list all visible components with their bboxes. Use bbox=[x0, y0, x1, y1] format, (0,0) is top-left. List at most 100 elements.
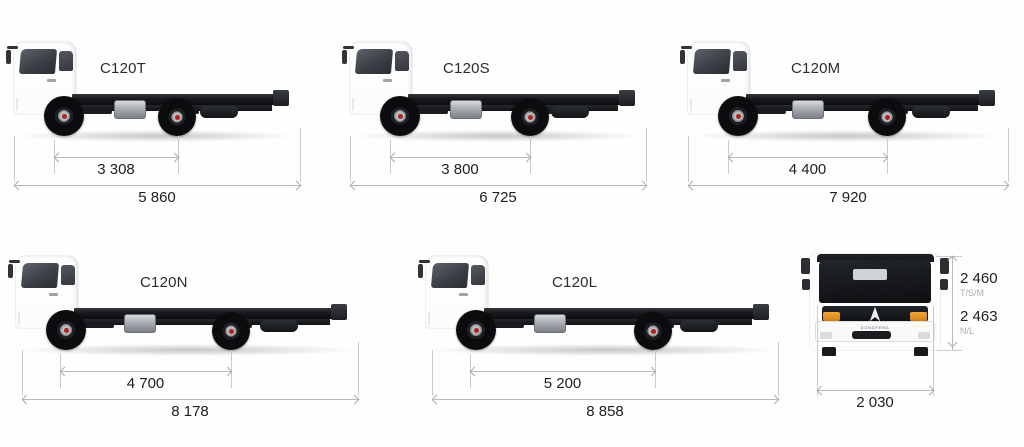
ext-line-ol-left bbox=[688, 136, 689, 182]
cab-marker-light bbox=[441, 306, 445, 311]
truck-side-view-c120t bbox=[6, 34, 300, 146]
wheelbase-value-c120l: 5 200 bbox=[543, 375, 582, 392]
ext-line-width-right bbox=[933, 306, 934, 396]
bumper-brand-text: DONGFENG bbox=[860, 324, 890, 330]
dim-line-wheelbase bbox=[60, 371, 231, 372]
dim-line-wheelbase bbox=[470, 371, 655, 372]
height-applies-nl: N/L bbox=[960, 326, 975, 336]
dim-line-overall bbox=[432, 399, 778, 400]
height-value-tsm: 2 460 bbox=[960, 270, 998, 287]
ext-line-height-bottom bbox=[936, 350, 962, 351]
side-window bbox=[733, 51, 747, 71]
cab-step bbox=[16, 98, 26, 111]
wheelbase-value-c120n: 4 700 bbox=[126, 375, 165, 392]
truck-side-view-c120s bbox=[342, 34, 646, 146]
ext-line-wb-right bbox=[530, 136, 531, 174]
truck-side-view-c120m bbox=[680, 34, 1004, 146]
side-window bbox=[471, 265, 485, 285]
ext-line-ol-left bbox=[22, 350, 23, 396]
dim-line-wheelbase bbox=[728, 157, 887, 158]
side-window bbox=[395, 51, 409, 71]
model-label-c120s: C120S bbox=[443, 60, 490, 77]
muffler bbox=[912, 106, 950, 118]
variant-c120s: C120S 3 800 bbox=[338, 28, 668, 218]
fuel-tank bbox=[450, 100, 482, 119]
wheelbase-value-c120s: 3 800 bbox=[441, 161, 479, 178]
frame-rail bbox=[74, 308, 346, 319]
arrow-up-icon bbox=[947, 255, 958, 266]
variant-c120l: C120L 5 200 bbox=[400, 242, 790, 442]
frame-rail-lower bbox=[74, 319, 330, 325]
headlight-left bbox=[823, 311, 840, 322]
fog-lamp-left bbox=[820, 331, 833, 340]
frame-rail bbox=[746, 94, 994, 105]
front-wheel bbox=[46, 310, 86, 350]
wheelbase-value-c120m: 4 400 bbox=[788, 161, 827, 178]
muffler bbox=[260, 320, 298, 332]
side-window bbox=[61, 265, 75, 285]
front-width-value: 2 030 bbox=[856, 394, 894, 411]
muffler bbox=[200, 106, 238, 118]
ground-shadow bbox=[20, 344, 356, 356]
sun-visor bbox=[816, 254, 934, 262]
bumper-air-intake bbox=[851, 330, 891, 340]
height-applies-tsm: T/S/M bbox=[960, 288, 984, 298]
ext-line-ol-left bbox=[14, 136, 15, 182]
cab-step bbox=[352, 98, 362, 111]
dim-line-overall bbox=[14, 185, 300, 186]
ext-line-ol-right bbox=[646, 128, 647, 182]
ext-line-wb-right bbox=[887, 136, 888, 174]
front-wheel bbox=[380, 96, 420, 136]
windshield bbox=[18, 49, 58, 74]
front-mirror-right bbox=[940, 257, 950, 275]
frame-rail bbox=[484, 308, 768, 319]
model-label-c120m: C120M bbox=[791, 60, 841, 77]
front-mirror-lower-left bbox=[802, 278, 810, 290]
ext-line-height-top bbox=[936, 256, 962, 257]
truck-side-view-c120n bbox=[8, 248, 362, 360]
wheelbase-value-c120t: 3 308 bbox=[97, 161, 135, 178]
side-mirror-icon bbox=[342, 50, 347, 64]
front-windshield bbox=[819, 259, 931, 303]
frame-rail-lower bbox=[746, 105, 978, 111]
ext-line-ol-right bbox=[778, 342, 779, 396]
fog-lamp-right bbox=[917, 331, 930, 340]
side-mirror-icon bbox=[418, 264, 423, 278]
front-wheel bbox=[718, 96, 758, 136]
windshield bbox=[20, 263, 60, 288]
ground-shadow bbox=[692, 130, 998, 142]
dim-line-wheelbase bbox=[54, 157, 178, 158]
ext-line-ol-right bbox=[358, 342, 359, 396]
ext-line-ol-left bbox=[350, 136, 351, 182]
frame-rail-lower bbox=[484, 319, 752, 325]
rear-wheel bbox=[868, 98, 906, 136]
windshield bbox=[692, 49, 732, 74]
overall-length-value-c120l: 8 858 bbox=[586, 403, 624, 420]
cab-marker-light bbox=[365, 92, 369, 97]
dongfeng-logo-icon bbox=[869, 306, 881, 322]
rear-wheel bbox=[634, 312, 672, 350]
fuel-tank bbox=[792, 100, 824, 119]
model-label-c120t: C120T bbox=[100, 60, 147, 77]
ground-shadow bbox=[18, 130, 294, 142]
ext-line-ol-left bbox=[432, 350, 433, 396]
front-tire-right bbox=[914, 347, 929, 356]
overall-length-value-c120s: 6 725 bbox=[479, 189, 517, 206]
model-label-c120l: C120L bbox=[552, 274, 598, 291]
side-mirror-icon bbox=[6, 50, 11, 64]
rear-wheel bbox=[158, 98, 196, 136]
variant-c120m: C120M 4 400 bbox=[676, 28, 1024, 218]
muffler bbox=[680, 320, 718, 332]
mirror-arm-icon bbox=[343, 46, 354, 49]
front-wheel bbox=[456, 310, 496, 350]
cab-marker-light bbox=[703, 92, 707, 97]
cab-step bbox=[428, 312, 438, 325]
side-mirror-icon bbox=[8, 264, 13, 278]
ext-line-width-left bbox=[817, 306, 818, 396]
mirror-arm-icon bbox=[7, 46, 18, 49]
dim-line-overall bbox=[350, 185, 646, 186]
windshield bbox=[430, 263, 470, 288]
side-window bbox=[59, 51, 73, 71]
mirror-arm-icon bbox=[681, 46, 692, 49]
